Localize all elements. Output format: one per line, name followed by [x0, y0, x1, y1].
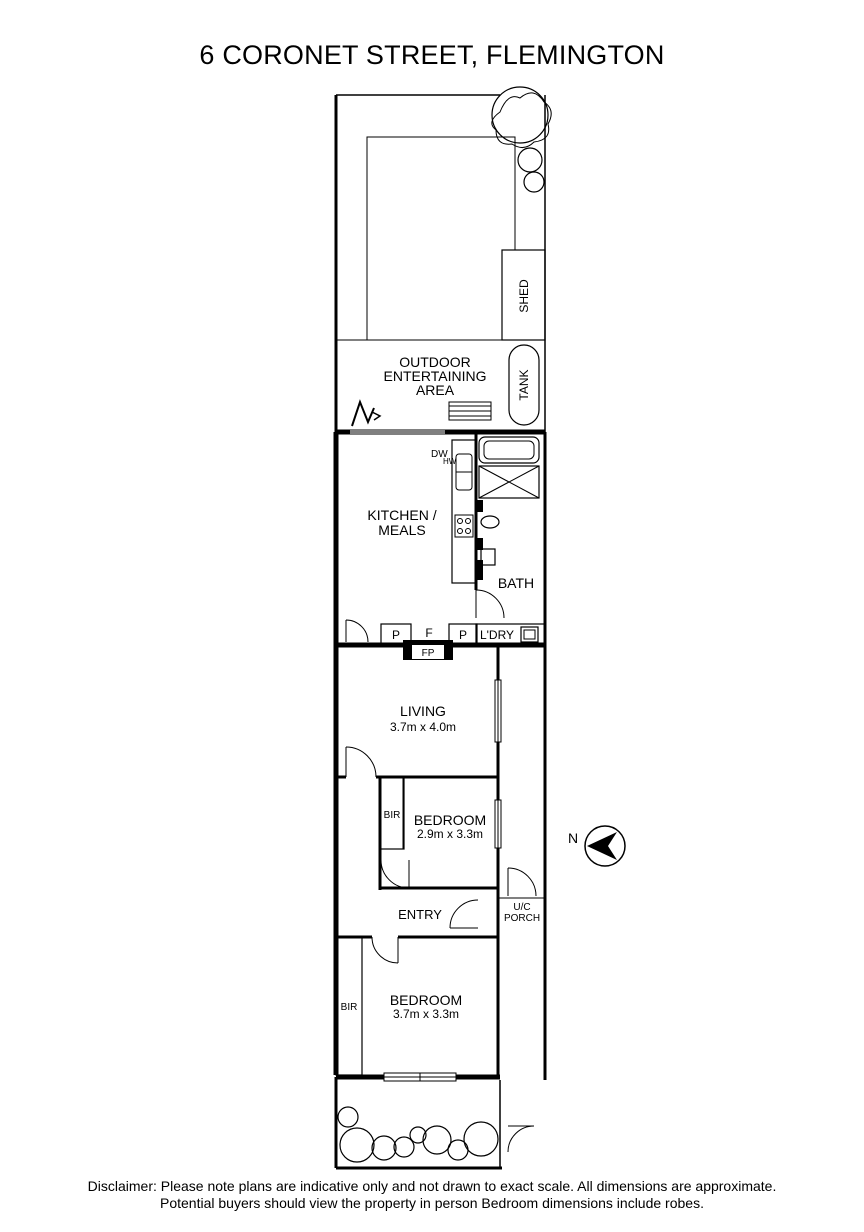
bedroom-1 — [378, 776, 498, 890]
entry-label: ENTRY — [398, 907, 442, 922]
bath-tub — [478, 436, 540, 464]
pantry-left — [380, 623, 412, 646]
front-garden — [334, 1077, 535, 1170]
shower — [478, 465, 540, 499]
shrub-icon — [523, 171, 545, 193]
bathroom — [474, 432, 540, 619]
porch-label: PORCH — [504, 913, 540, 924]
meter-icon — [351, 399, 375, 427]
shed-label: SHED — [517, 279, 531, 313]
disclaimer-line: Potential buyers should view the propert… — [160, 1195, 704, 1211]
outdoor-label: ENTERTAINING — [384, 368, 487, 384]
plan-title: 6 CORONET STREET, FLEMINGTON — [199, 40, 665, 70]
bedroom-2 — [335, 935, 500, 1082]
cooktop-icon — [454, 514, 474, 538]
tank-label: TANK — [517, 369, 531, 400]
fridge-label: F — [425, 626, 432, 640]
shrub-icon — [409, 1126, 427, 1144]
living-size: 3.7m x 4.0m — [390, 720, 456, 734]
shrub-icon — [339, 1127, 375, 1163]
kitchen-label: KITCHEN / — [367, 507, 436, 523]
hw-label: HW — [443, 457, 457, 466]
bbq-icon — [448, 401, 492, 421]
pantry-right — [448, 623, 478, 646]
compass — [584, 825, 626, 867]
washer-icon — [520, 626, 539, 643]
entry — [449, 867, 545, 1075]
compass-icon — [584, 825, 626, 867]
disclaimer: Disclaimer: Please note plans are indica… — [0, 1178, 864, 1212]
bath-label: BATH — [498, 575, 534, 591]
tree-icon — [491, 86, 549, 144]
outdoor-area — [334, 339, 546, 432]
kitchen — [333, 429, 547, 645]
dw-label: DW — [431, 449, 448, 460]
north-label: N — [568, 830, 578, 846]
pantry-label: P — [459, 628, 467, 642]
outdoor-label: OUTDOOR — [399, 354, 471, 370]
bedroom-label: BEDROOM — [414, 812, 486, 828]
kitchen-label: MEALS — [378, 522, 425, 538]
bedroom-label: BEDROOM — [390, 992, 462, 1008]
shrub-icon — [463, 1121, 499, 1157]
bedroom-size: 3.7m x 3.3m — [393, 1007, 459, 1021]
toilet-icon — [480, 515, 500, 529]
living-label: LIVING — [400, 703, 446, 719]
porch-label: U/C — [513, 902, 530, 913]
shrub-icon — [337, 1106, 359, 1128]
shrub-icon — [371, 1135, 397, 1161]
shrub-icon — [422, 1125, 452, 1155]
bir-label: BIR — [384, 810, 401, 821]
laundry-label: L'DRY — [480, 628, 514, 642]
water-tank — [508, 344, 540, 426]
bir-label: BIR — [341, 1002, 358, 1013]
backyard — [334, 86, 552, 341]
laundry-strip — [336, 619, 546, 660]
disclaimer-line: Disclaimer: Please note plans are indica… — [87, 1178, 777, 1194]
laundry — [475, 623, 546, 646]
fireplace-label: FP — [422, 648, 435, 659]
shrub-icon — [517, 147, 543, 173]
pantry-label: P — [392, 628, 400, 642]
built-in-robe — [379, 776, 405, 850]
bedroom-size: 2.9m x 3.3m — [417, 827, 483, 841]
shrub-icon — [393, 1136, 415, 1158]
outdoor-label: AREA — [416, 382, 455, 398]
